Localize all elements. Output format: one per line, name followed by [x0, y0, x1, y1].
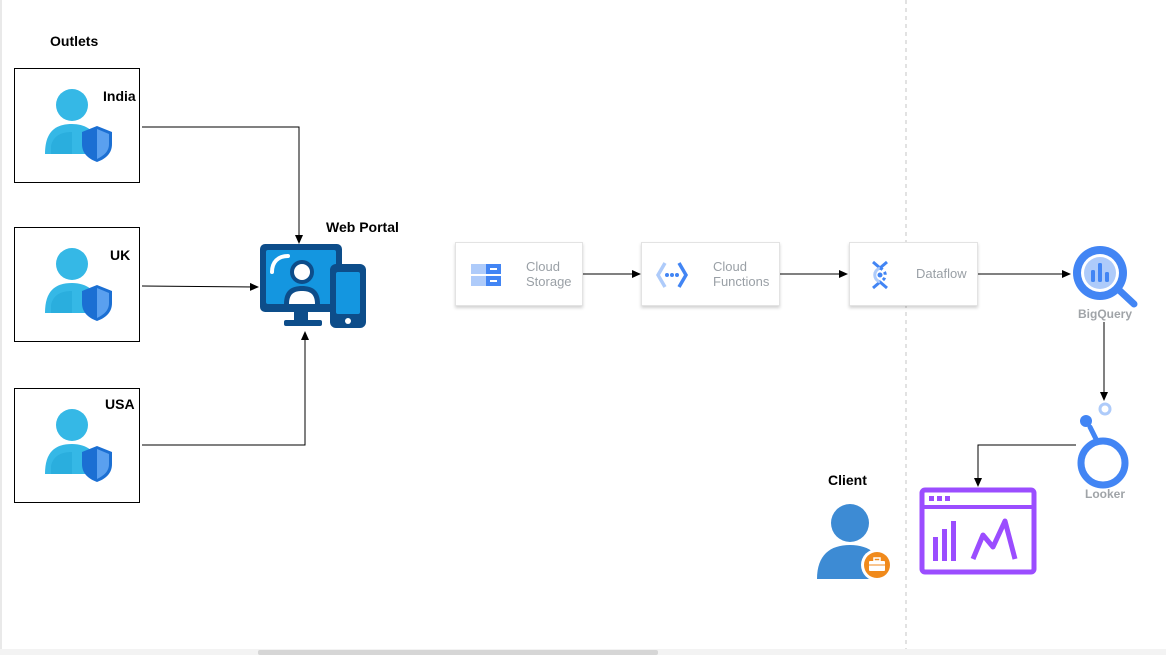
edge-usa-to-portal [142, 331, 309, 446]
edge-uk-to-portal [141, 282, 259, 291]
outlet-usa-label: USA [105, 396, 135, 412]
cloud-functions-icon [656, 262, 688, 288]
cloud-storage-line2: Storage [526, 274, 572, 289]
outlet-uk-label: UK [110, 247, 131, 263]
web-portal-label: Web Portal [326, 219, 399, 235]
outlet-india-box[interactable]: India [14, 68, 140, 183]
looker-icon[interactable] [1074, 401, 1134, 489]
outlets-title: Outlets [50, 33, 99, 49]
cloud-storage-icon [471, 264, 501, 286]
dataflow-label: Dataflow [916, 266, 967, 281]
outlet-usa-box[interactable]: USA [14, 388, 140, 503]
cloud-storage-line1: Cloud [526, 259, 560, 274]
edge-india-to-portal [142, 126, 303, 244]
cloud-functions-card[interactable]: Cloud Functions [641, 242, 780, 306]
looker-label: Looker [1085, 487, 1126, 501]
client-label: Client [828, 472, 867, 488]
cloud-functions-line1: Cloud [713, 259, 747, 274]
edge-looker-to-dashboard [974, 444, 1076, 487]
outlet-uk-box[interactable]: UK [14, 227, 140, 342]
horizontal-scrollbar-thumb[interactable] [258, 650, 658, 655]
cloud-storage-card[interactable]: Cloud Storage [455, 242, 583, 306]
user-shield-icon [45, 89, 112, 162]
dataflow-card[interactable]: Dataflow [849, 242, 978, 306]
dashboard-icon[interactable] [919, 487, 1037, 575]
canvas-left-edge [0, 0, 2, 649]
outlet-india-label: India [103, 88, 136, 104]
dataflow-icon [872, 260, 888, 290]
user-shield-icon [45, 248, 112, 321]
cloud-functions-line2: Functions [713, 274, 770, 289]
user-shield-icon [45, 409, 112, 482]
client-user-icon[interactable] [816, 503, 894, 583]
bigquery-label: BigQuery [1078, 307, 1133, 321]
web-portal-icon[interactable] [258, 242, 368, 330]
bigquery-icon[interactable] [1070, 244, 1138, 308]
